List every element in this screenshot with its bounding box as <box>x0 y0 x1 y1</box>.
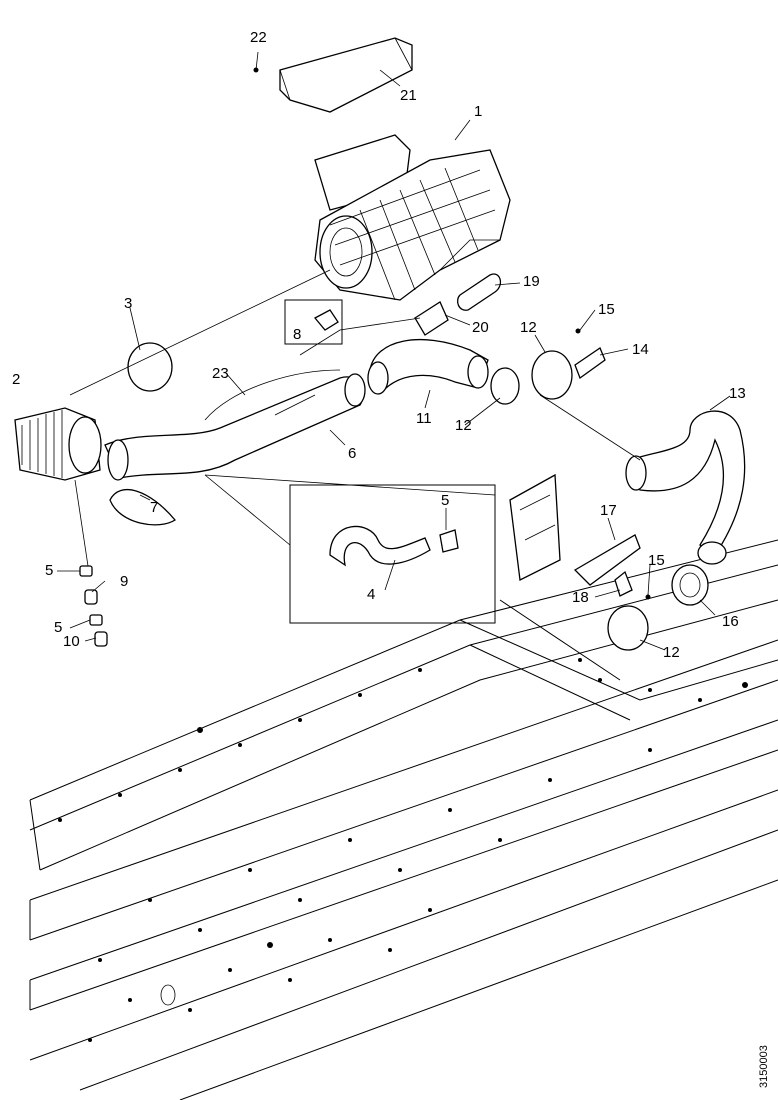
callout-5c: 5 <box>54 619 63 636</box>
callout-7: 7 <box>150 499 159 516</box>
small-fittings <box>79 328 651 647</box>
callout-21: 21 <box>400 87 417 104</box>
callout-13: 13 <box>729 385 746 402</box>
strap-7 <box>109 489 176 526</box>
hose-4 <box>329 525 431 567</box>
intake-pipe <box>104 373 366 481</box>
callout-4: 4 <box>367 586 376 603</box>
reference-code: 3150003 <box>758 1045 770 1088</box>
callout-22: 22 <box>250 29 267 46</box>
hose-clamp-12c <box>607 605 649 651</box>
callout-10: 10 <box>63 633 80 650</box>
callout-9: 9 <box>120 573 129 590</box>
hose-clamp-12b <box>531 350 573 400</box>
callout-3: 3 <box>124 295 133 312</box>
bracket-17 <box>573 534 641 586</box>
callout-15b: 15 <box>648 552 665 569</box>
bracket-14 <box>574 347 606 380</box>
callout-2: 2 <box>12 371 21 388</box>
callout-12c: 12 <box>663 644 680 661</box>
callout-20: 20 <box>472 319 489 336</box>
hose-clamp-12a <box>490 367 520 405</box>
callout-6: 6 <box>348 445 357 462</box>
sensor-16 <box>671 564 709 606</box>
callout-14: 14 <box>632 341 649 358</box>
callout-12b: 12 <box>455 417 472 434</box>
callout-5a: 5 <box>441 492 450 509</box>
detail-box-8 <box>284 299 343 345</box>
callout-15a: 15 <box>598 301 615 318</box>
rain-cover <box>279 37 413 113</box>
callout-19: 19 <box>523 273 540 290</box>
elbow-hose <box>367 338 489 395</box>
callout-12a: 12 <box>520 319 537 336</box>
callout-5b: 5 <box>45 562 54 579</box>
callout-1: 1 <box>474 103 483 120</box>
heat-shield-23 <box>204 369 341 421</box>
clip-18 <box>614 570 633 597</box>
callout-11: 11 <box>416 410 432 427</box>
pipe-19 <box>457 273 502 311</box>
detail-box-hose-4 <box>289 484 496 624</box>
support-bracket <box>509 473 561 581</box>
outlet-hose <box>625 410 746 565</box>
callout-18: 18 <box>572 589 589 606</box>
callout-23: 23 <box>212 365 229 382</box>
chassis-frame <box>29 539 778 1100</box>
callout-16: 16 <box>722 613 739 630</box>
bellows-inlet <box>14 407 102 481</box>
leader-lines <box>57 51 731 651</box>
callout-17: 17 <box>600 502 617 519</box>
hose-clamp-3 <box>127 342 173 392</box>
callout-8: 8 <box>293 326 302 343</box>
bracket-20 <box>414 301 449 336</box>
air-filter-housing <box>314 134 511 301</box>
